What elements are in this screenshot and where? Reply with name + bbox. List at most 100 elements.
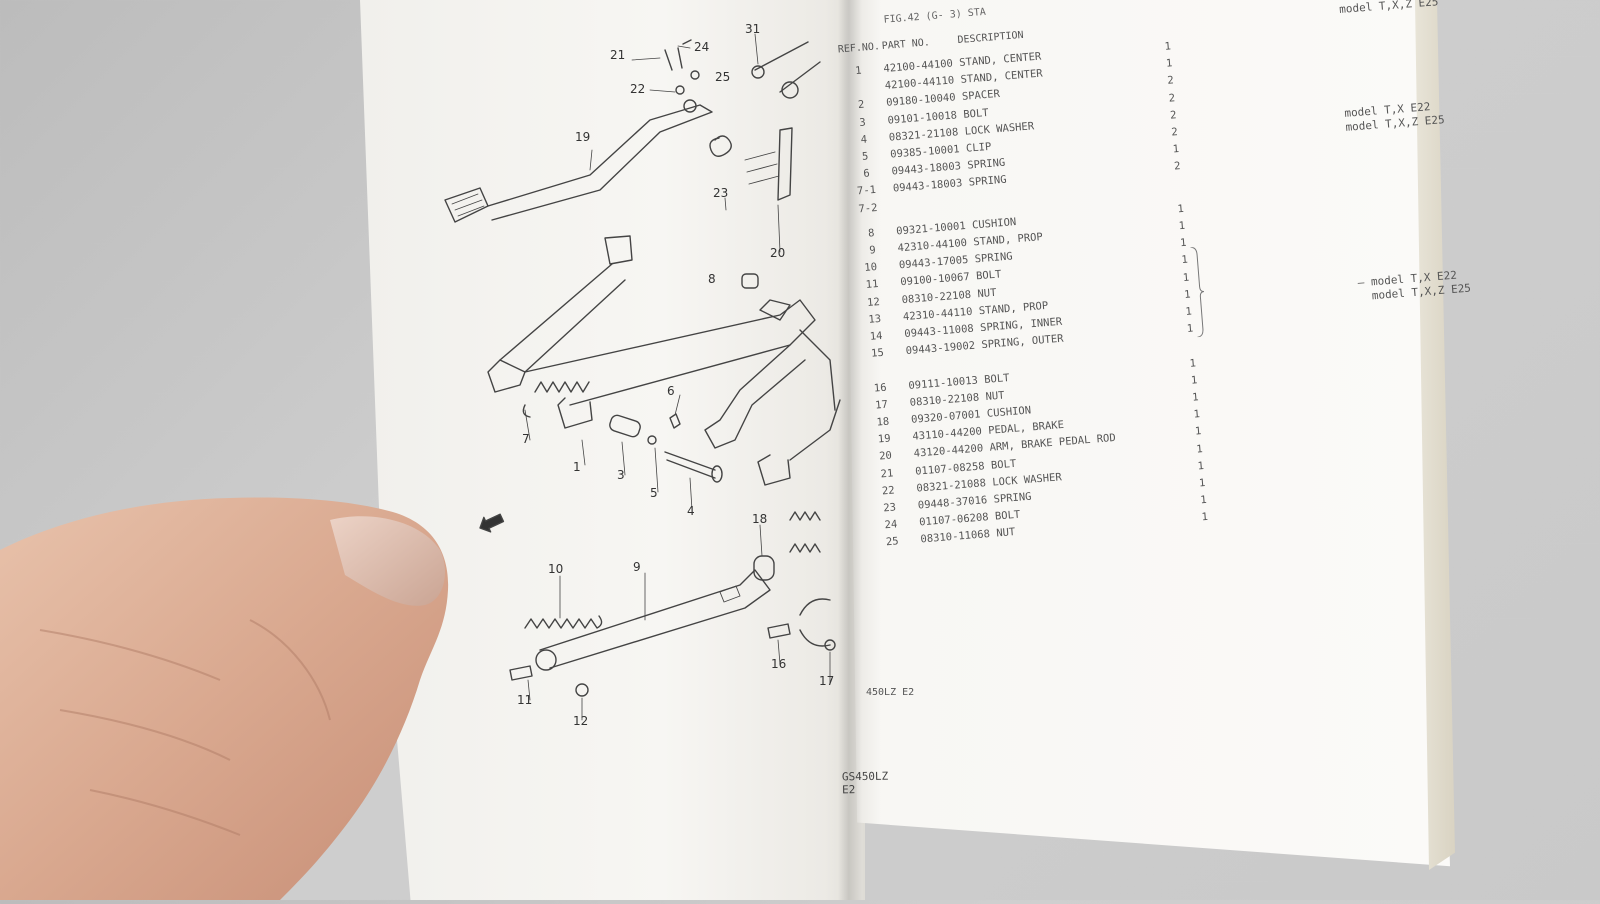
quantity: 1 xyxy=(1193,408,1201,421)
description: CLIP xyxy=(965,140,992,155)
description: BOLT xyxy=(983,371,1010,386)
ref-number: 2 xyxy=(857,98,865,112)
callout-19: 19 xyxy=(575,130,591,144)
callout-25: 25 xyxy=(715,70,731,84)
ref-number: 24 xyxy=(884,518,898,532)
callout-6: 6 xyxy=(667,384,675,398)
ref-number xyxy=(871,364,885,365)
callout-8: 8 xyxy=(708,272,716,286)
ref-number: 25 xyxy=(885,535,900,549)
ref-number: 22 xyxy=(881,484,896,498)
ref-number xyxy=(849,82,863,83)
ref-number: 4 xyxy=(860,133,868,146)
quantity: 1 xyxy=(1183,288,1191,301)
diagram-edge-model-code: 450LZ E2 xyxy=(866,687,915,698)
ref-number: 8 xyxy=(867,226,875,240)
ref-number: 10 xyxy=(863,261,878,275)
header-part-no: PART NO. xyxy=(881,37,931,53)
description: NUT xyxy=(995,526,1016,540)
quantity: 1 xyxy=(1182,271,1190,284)
description: BOLT xyxy=(975,268,1002,283)
ref-number: 13 xyxy=(868,312,882,326)
quantity: 1 xyxy=(1197,459,1205,473)
figure-title: FIG.42 (G- 3) STA xyxy=(883,6,987,26)
description: STAND, center xyxy=(958,50,1042,69)
callout-12: 12 xyxy=(573,714,589,728)
callout-9: 9 xyxy=(633,560,641,574)
callout-22: 22 xyxy=(630,82,646,96)
description: CUSHION xyxy=(971,215,1017,232)
callout-4: 4 xyxy=(687,504,695,518)
quantity: 1 xyxy=(1165,57,1173,70)
quantity: 1 xyxy=(1199,494,1208,507)
callout-31: 31 xyxy=(745,22,761,36)
description: BOLT xyxy=(962,106,990,121)
description: BOLT xyxy=(994,508,1021,523)
ref-number: 17 xyxy=(874,398,889,412)
model-bracket xyxy=(1190,246,1205,338)
ref-number: 7-2 xyxy=(857,201,878,215)
description: NUT xyxy=(977,286,997,300)
ref-number: 15 xyxy=(870,347,885,360)
description: NUT xyxy=(985,389,1005,403)
ref-number: 7-1 xyxy=(856,184,877,198)
left-page xyxy=(360,0,865,900)
parts-list-table: FIG.42 (G- 3) STA REF.NO. PART NO. DESCR… xyxy=(837,0,1471,558)
ref-number: 11 xyxy=(865,278,879,292)
callout-17: 17 xyxy=(819,674,835,688)
callout-20: 20 xyxy=(770,246,786,260)
ref-number: 6 xyxy=(862,167,871,181)
quantity: 2 xyxy=(1173,160,1181,173)
quantity: 1 xyxy=(1164,40,1172,53)
quantity: 2 xyxy=(1168,91,1176,105)
book-gutter xyxy=(838,0,862,900)
quantity: 2 xyxy=(1166,74,1175,88)
ref-number: 16 xyxy=(873,381,887,395)
hand-holding-book xyxy=(0,497,449,900)
header-description: DESCRIPTION xyxy=(957,29,1025,47)
callout-24: 24 xyxy=(694,40,710,54)
ref-number: 21 xyxy=(880,467,894,481)
quantity: 1 xyxy=(1178,219,1186,233)
quantity: 2 xyxy=(1170,126,1179,139)
quantity: 1 xyxy=(1172,143,1180,156)
quantity: 1 xyxy=(1190,374,1198,387)
ref-number: 1 xyxy=(854,64,863,78)
description: CUSHION xyxy=(986,404,1032,420)
callout-7: 7 xyxy=(522,432,530,446)
quantity: 1 xyxy=(1194,425,1202,439)
ref-number: 20 xyxy=(878,449,893,463)
description: BOLT xyxy=(990,457,1017,472)
ref-number: 14 xyxy=(869,329,883,343)
callout-21: 21 xyxy=(610,48,626,62)
description: SPACER xyxy=(961,88,1001,104)
description: SPRING xyxy=(966,156,1006,172)
ref-number: 12 xyxy=(866,295,881,309)
description: SPRING xyxy=(974,250,1014,266)
callout-5: 5 xyxy=(650,486,658,500)
ref-number: 9 xyxy=(868,244,877,257)
quantity: 1 xyxy=(1191,391,1200,404)
quantity: 1 xyxy=(1176,202,1185,216)
right-page xyxy=(845,0,1450,867)
part-number: 09321-10001 xyxy=(895,219,967,238)
diagram-model-code: GS450LZ E2 xyxy=(841,769,889,797)
quantity: 1 xyxy=(1195,442,1204,456)
part-number: 42100-44100 xyxy=(883,57,954,75)
callout-1: 1 xyxy=(573,460,581,474)
quantity: 1 xyxy=(1198,476,1206,490)
description: SPRING xyxy=(993,490,1032,506)
ref-number: 23 xyxy=(882,501,897,515)
callout-23: 23 xyxy=(713,186,729,200)
quantity: 1 xyxy=(1179,236,1187,250)
diagram-drawing xyxy=(444,33,841,721)
description: SPRING xyxy=(968,174,1008,189)
header-ref-no: REF.NO. xyxy=(837,41,881,56)
quantity: 1 xyxy=(1186,322,1194,336)
callout-18: 18 xyxy=(752,512,768,526)
ref-number: 5 xyxy=(861,150,869,163)
quantity: 1 xyxy=(1201,511,1209,524)
callout-10: 10 xyxy=(548,562,564,576)
callout-3: 3 xyxy=(617,468,625,482)
